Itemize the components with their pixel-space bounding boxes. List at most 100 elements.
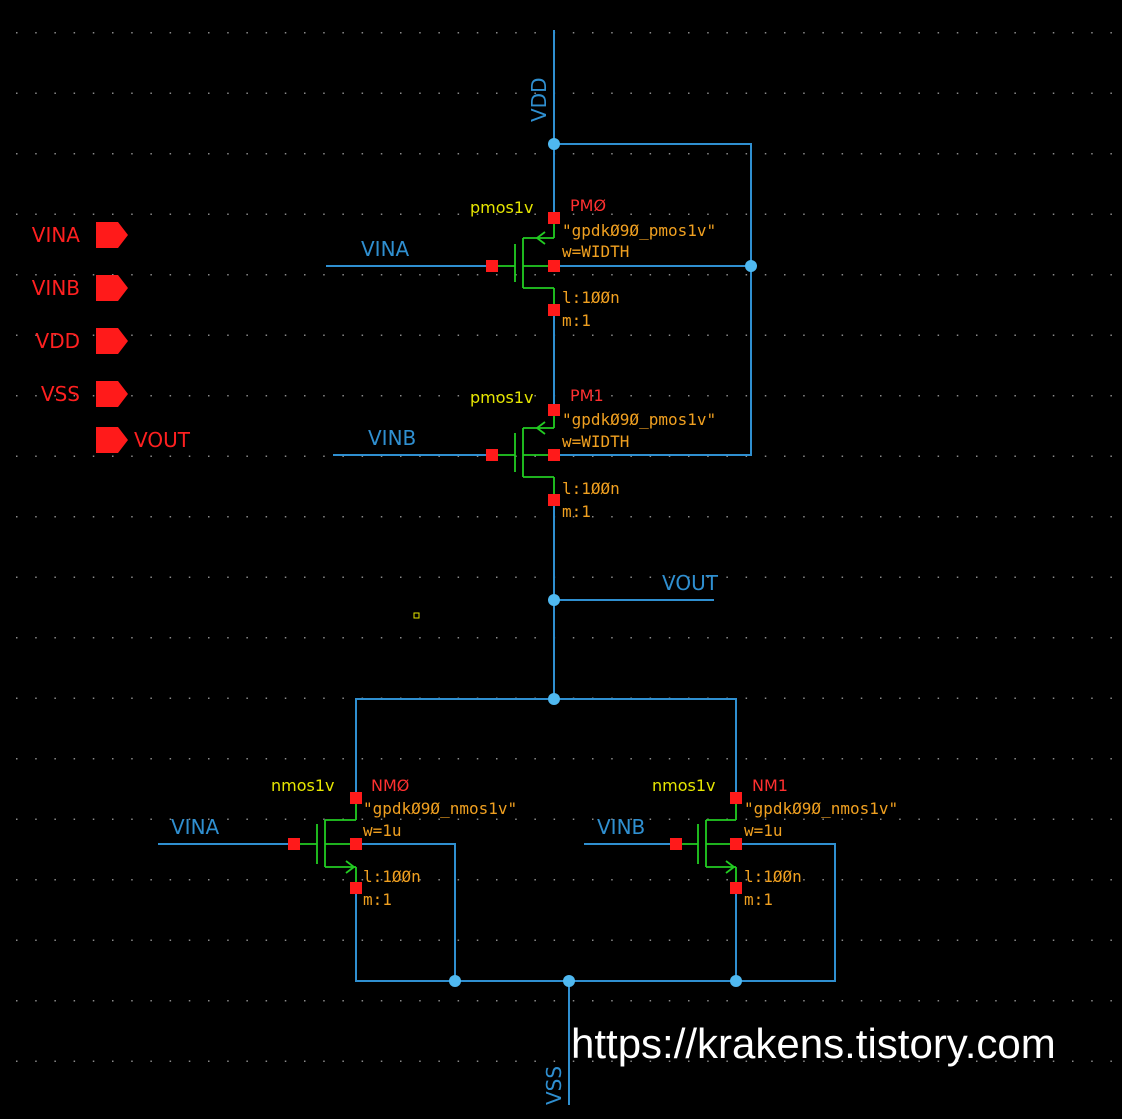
grid-dot [208, 455, 210, 457]
grid-dot [937, 92, 940, 94]
grid-dot [668, 213, 671, 215]
nm0-bulk-wire[interactable] [356, 843, 456, 981]
length-param: l:1ØØn [363, 867, 421, 886]
nmos-device-nm1[interactable]: nmos1v NM1 "gpdkØ9Ø_nmos1v" w=1u l:1ØØn … [652, 776, 898, 909]
grid-dot [112, 153, 114, 155]
grid-dot [208, 516, 210, 518]
grid-dot [265, 32, 268, 34]
grid-dot [918, 455, 920, 457]
vss-bus[interactable] [355, 843, 836, 982]
pin-vina[interactable]: VINA [32, 222, 128, 248]
grid-dot [246, 213, 248, 215]
grid-dot [476, 1060, 479, 1062]
grid-dot [534, 637, 536, 639]
pin-terminal [548, 212, 560, 224]
grid-dot [1091, 1000, 1093, 1002]
grid-dot [227, 939, 229, 941]
grid-dot [976, 758, 978, 760]
grid-dot [188, 516, 191, 518]
grid-dot [284, 1060, 287, 1062]
grid-dot [803, 153, 805, 155]
grid-dot [1033, 1000, 1036, 1002]
grid-dot [169, 395, 172, 397]
grid-dot [880, 32, 882, 34]
grid-dot [668, 1000, 671, 1002]
grid-dot [1110, 153, 1112, 155]
grid-dot [956, 92, 959, 94]
grid-dot [534, 92, 536, 94]
grid-dot [92, 637, 95, 639]
vdd-bulk-loop[interactable] [554, 143, 752, 456]
grid-dot [611, 213, 613, 215]
grid-dot [668, 1060, 671, 1062]
grid-dot [1091, 395, 1093, 397]
nmos-device-nm0[interactable]: nmos1v NMØ "gpdkØ9Ø_nmos1v" w=1u l:1ØØn … [271, 776, 517, 909]
pin-terminal [730, 882, 742, 894]
grid-dot [131, 92, 133, 94]
pin-vout[interactable]: VOUT [96, 427, 191, 453]
grid-dot [16, 697, 18, 699]
grid-dot [457, 1060, 460, 1062]
grid-dot [496, 274, 498, 276]
grid-dot [169, 92, 172, 94]
grid-dot [208, 1000, 210, 1002]
pin-vinb[interactable]: VINB [32, 275, 128, 301]
grid-dot [784, 697, 786, 699]
grid-dot [169, 818, 172, 820]
pmos-device-pm1[interactable]: pmos1v PM1 "gpdkØ9Ø_pmos1v" w=WIDTH l:1Ø… [470, 386, 716, 521]
grid-dot [611, 1000, 613, 1002]
grid-dot [16, 32, 18, 34]
grid-dot [16, 576, 18, 578]
grid-dot [764, 879, 767, 881]
grid-dot [457, 455, 460, 457]
model-name: "gpdkØ9Ø_pmos1v" [562, 221, 716, 240]
grid-dot [822, 576, 824, 578]
grid-dot [304, 939, 306, 941]
grid-dot [54, 274, 56, 276]
grid-dot [457, 576, 460, 578]
grid-dot [1033, 92, 1036, 94]
grid-dot [880, 395, 882, 397]
grid-dot [880, 758, 882, 760]
grid-dot [899, 395, 901, 397]
grid-dot [323, 516, 325, 518]
grid-dot [476, 818, 479, 820]
grid-dot [476, 334, 479, 336]
grid-dot [515, 455, 517, 457]
pin-vss[interactable]: VSS [41, 381, 128, 407]
grid-dot [918, 758, 920, 760]
grid-dot [16, 637, 18, 639]
pin-terminal [548, 494, 560, 506]
pin-vdd[interactable]: VDD [36, 328, 128, 354]
grid-dot [208, 576, 210, 578]
grid-dot [726, 153, 728, 155]
grid-dot [438, 334, 440, 336]
grid-dot [880, 879, 882, 881]
grid-dot [73, 516, 76, 518]
grid-dot [822, 1000, 824, 1002]
grid-dot [784, 939, 786, 941]
grid-dot [246, 1060, 248, 1062]
grid-dot [169, 516, 172, 518]
grid-dot [784, 1000, 786, 1002]
grid-dot [745, 395, 748, 397]
grid-dot [1033, 153, 1036, 155]
grid-dot [611, 516, 613, 518]
grid-dot [16, 455, 18, 457]
grid-dot [342, 879, 344, 881]
grid-dot [745, 455, 748, 457]
grid-dot [1052, 637, 1055, 639]
grid-dot [131, 697, 133, 699]
grid-dot [54, 516, 56, 518]
nmos-drain-bus[interactable] [355, 698, 737, 798]
grid-dot [438, 395, 440, 397]
grid-dot [649, 818, 652, 820]
grid-dot [976, 32, 978, 34]
pmos-device-pm0[interactable]: pmos1v PMØ "gpdkØ9Ø_pmos1v" w=WIDTH l:1Ø… [470, 196, 716, 330]
grid-dot [1014, 455, 1016, 457]
grid-dot [457, 939, 460, 941]
grid-dot [726, 758, 728, 760]
grid-dot [342, 32, 344, 34]
grid-dot [400, 334, 402, 336]
grid-dot [284, 576, 287, 578]
